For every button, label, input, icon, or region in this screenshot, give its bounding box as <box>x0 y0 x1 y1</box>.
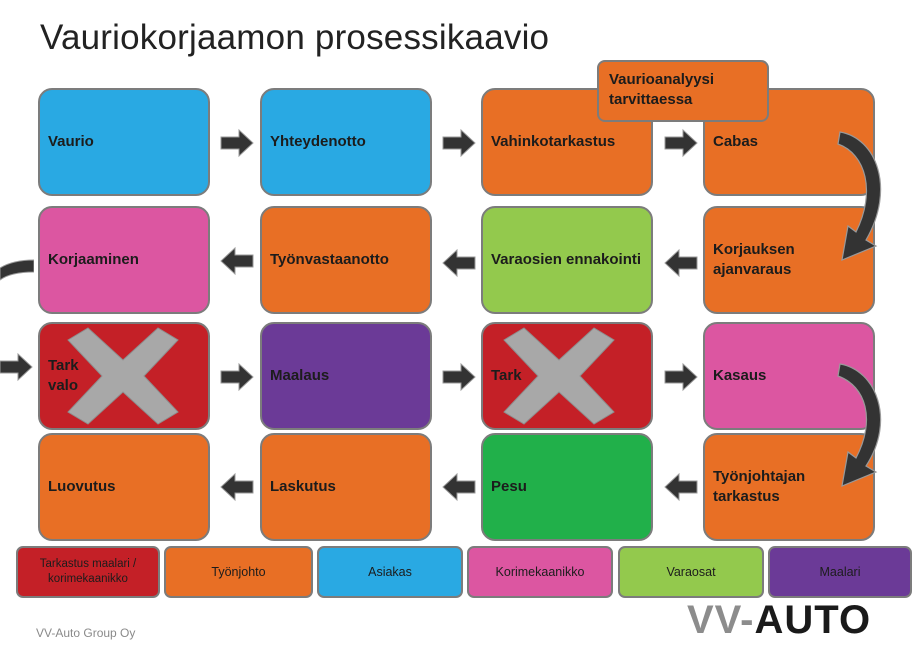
arrow-right-icon <box>664 362 698 392</box>
curved-arrow-icon <box>837 363 882 487</box>
step-pesu: Pesu <box>481 433 653 541</box>
arrow-right-icon <box>220 128 254 158</box>
arrow-right-icon <box>442 362 476 392</box>
page-title: Vauriokorjaamon prosessikaavio <box>40 18 550 57</box>
arrow-right-icon <box>220 362 254 392</box>
logo: VV-AUTO <box>687 598 872 642</box>
arrow-left-icon <box>442 472 476 502</box>
curved-arrow-icon <box>0 259 34 281</box>
arrow-right-icon <box>664 128 698 158</box>
legend-korimekaanikko: Korimekaanikko <box>467 546 613 598</box>
step-maalaus: Maalaus <box>260 322 432 430</box>
cross-icon <box>503 327 615 425</box>
legend-maalari: Maalari <box>768 546 912 598</box>
legend-tarkastus: Tarkastus maalari / korimekaanikko <box>16 546 160 598</box>
footer-text: VV-Auto Group Oy <box>36 626 136 640</box>
arrow-left-icon <box>220 472 254 502</box>
arrow-left-icon <box>664 472 698 502</box>
step-tyonjohtajan-tarkastus: Työnjohtajan tarkastus <box>703 433 875 541</box>
step-tyonvastaanotto: Työnvastaanotto <box>260 206 432 314</box>
legend-asiakas: Asiakas <box>317 546 463 598</box>
curved-arrow-icon <box>837 131 882 261</box>
legend-tyonjohto: Työnjohto <box>164 546 313 598</box>
arrow-right-icon <box>442 128 476 158</box>
step-laskutus: Laskutus <box>260 433 432 541</box>
note-vaurioanalyysi: Vaurioanalyysi tarvittaessa <box>597 60 769 122</box>
step-yhteydenotto: Yhteydenotto <box>260 88 432 196</box>
step-vaurio: Vaurio <box>38 88 210 196</box>
arrow-left-icon <box>442 248 476 278</box>
arrow-left-icon <box>220 246 254 276</box>
arrow-right-icon <box>0 352 33 382</box>
step-korjauksen-ajanvaraus: Korjauksen ajanvaraus <box>703 206 875 314</box>
step-luovutus: Luovutus <box>38 433 210 541</box>
arrow-left-icon <box>664 248 698 278</box>
step-korjaaminen: Korjaaminen <box>38 206 210 314</box>
step-varaosien-ennakointi: Varaosien ennakointi <box>481 206 653 314</box>
cross-icon <box>67 327 179 425</box>
legend-varaosat: Varaosat <box>618 546 764 598</box>
